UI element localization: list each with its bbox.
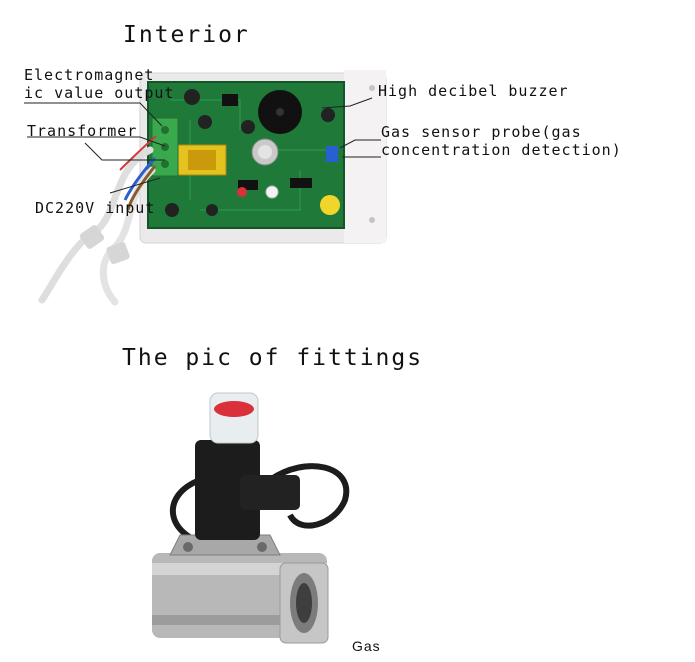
solenoid-valve-photo — [152, 392, 350, 644]
callout-gas-sensor-line-1: Gas sensor probe(gas — [381, 123, 582, 141]
callout-dc-input: DC220V input — [35, 199, 156, 217]
callout-electromagnetic-line-2: ic value output — [24, 84, 175, 102]
interior-heading: Interior — [123, 22, 250, 48]
fittings-heading: The pic of fittings — [122, 345, 424, 371]
valve-caption: Gas — [352, 638, 381, 654]
callout-electromagnetic-valve-output: Electromagnet ic value output — [24, 66, 174, 102]
callout-gas-sensor-line-2: concentration detection) — [381, 141, 622, 159]
callout-buzzer: High decibel buzzer — [378, 82, 569, 100]
callout-gas-sensor-probe: Gas sensor probe(gas concentration detec… — [381, 123, 622, 159]
callout-transformer: Transformer — [27, 122, 138, 140]
callout-electromagnetic-line-1: Electromagnet — [24, 66, 155, 84]
circuit-board-photo — [38, 70, 387, 306]
